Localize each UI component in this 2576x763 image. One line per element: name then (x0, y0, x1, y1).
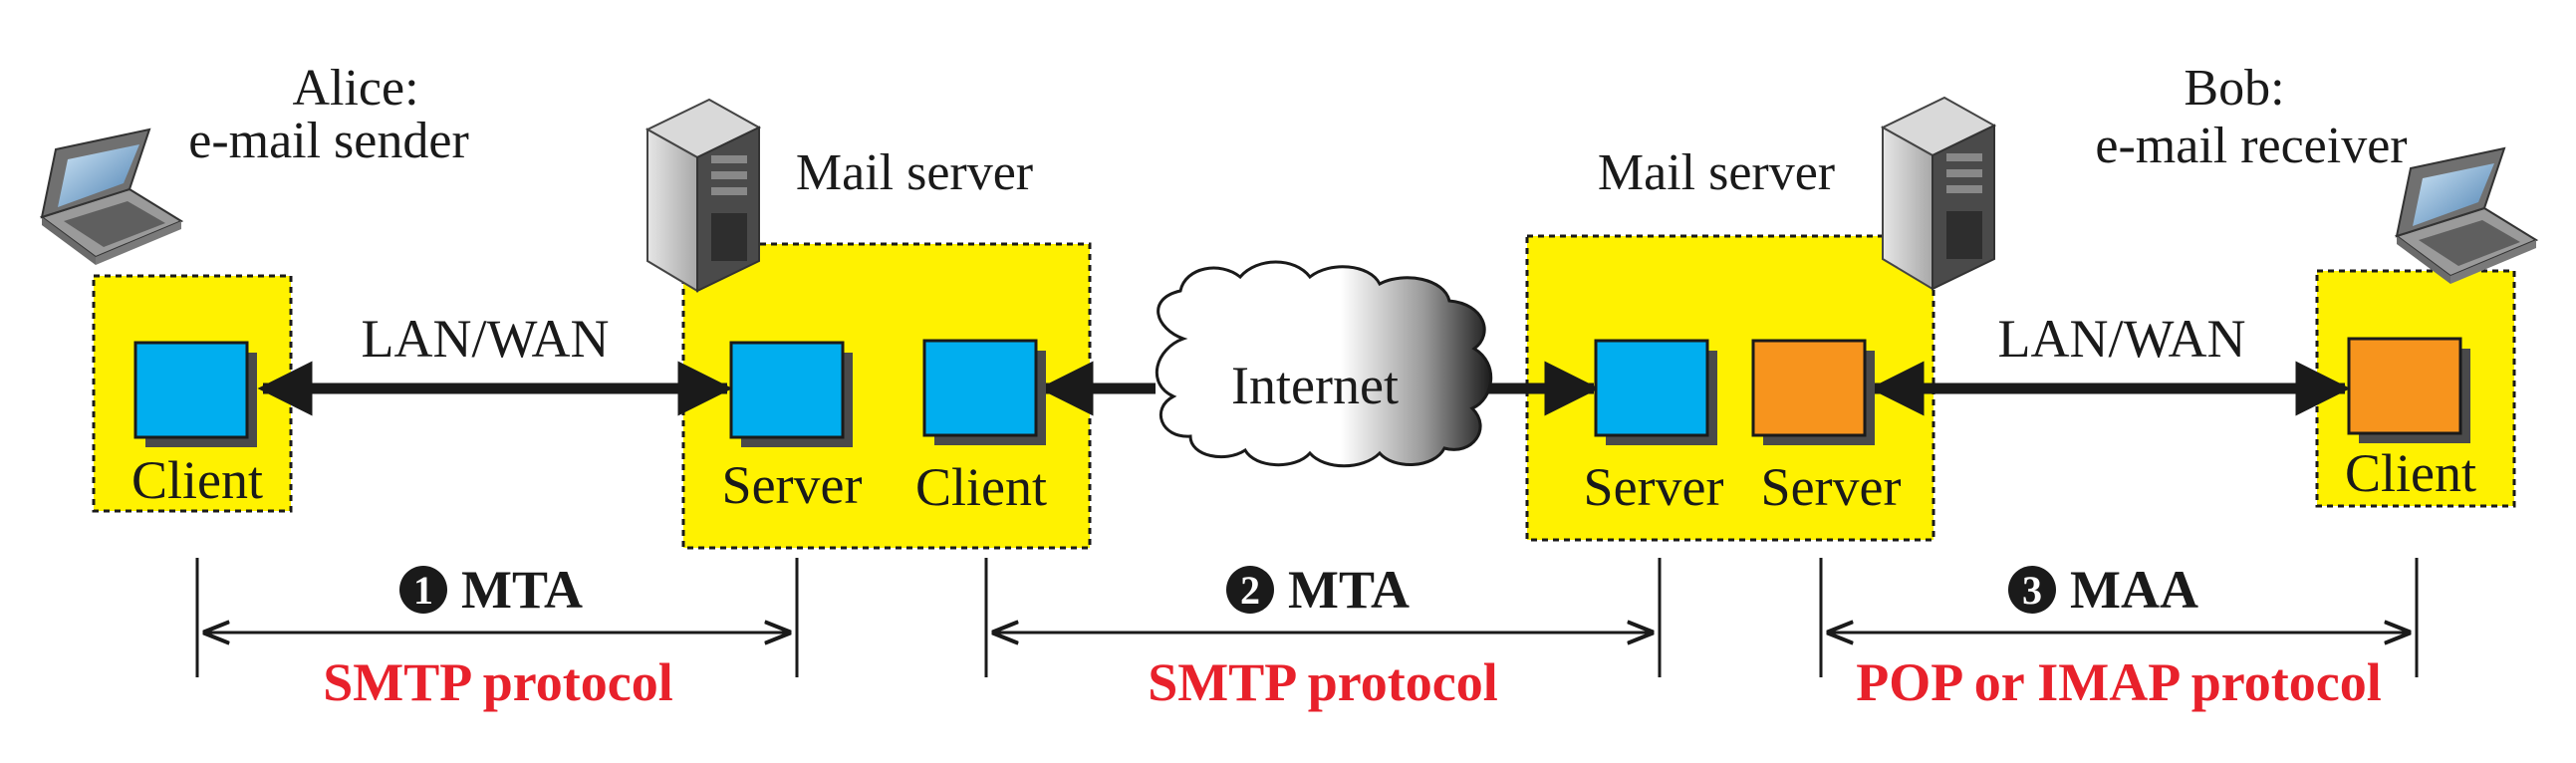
lan-wan-label-right: LAN/WAN (1998, 309, 2246, 369)
segment-2-agent: MTA (1288, 560, 1410, 620)
segment-1-number: 1 (413, 568, 433, 613)
segment-3-protocol: POP or IMAP protocol (1856, 652, 2381, 712)
server-tower-icon (1880, 96, 1997, 291)
right-server-box-2 (1751, 339, 1867, 437)
laptop-icon (39, 127, 184, 265)
segment-2-number-circle (1226, 566, 1274, 614)
segment-1-dimension (195, 558, 799, 677)
laptop-icon (2394, 146, 2539, 284)
left-mail-server-label: Mail server (796, 144, 1033, 201)
segment-3-dimension (1819, 558, 2419, 677)
segment-2-dimension (984, 558, 1662, 677)
bob-client-label: Client (2345, 443, 2476, 503)
segment-1-protocol: SMTP protocol (323, 652, 673, 712)
segment-3-number: 3 (2022, 568, 2042, 613)
segment-3-number-circle (2008, 566, 2056, 614)
lan-wan-label-left: LAN/WAN (362, 309, 610, 369)
right-server-label-1: Server (1584, 457, 1724, 517)
cloud-icon (1155, 260, 1493, 468)
left-server-label: Server (722, 455, 863, 515)
segment-2-number: 2 (1240, 568, 1260, 613)
bob-role: e-mail receiver (2095, 118, 2407, 174)
internet-label: Internet (1231, 356, 1399, 415)
segment-1-number-circle (399, 566, 447, 614)
segment-2-protocol: SMTP protocol (1148, 652, 1498, 712)
alice-client-box (133, 341, 249, 439)
alice-name: Alice: (292, 60, 418, 117)
left-client-label: Client (915, 457, 1047, 517)
alice-client-label: Client (131, 450, 263, 510)
segment-3-agent: MAA (2070, 560, 2198, 620)
right-server-box-1 (1594, 339, 1709, 437)
left-client-box (922, 339, 1038, 437)
bob-name: Bob: (2184, 60, 2284, 117)
alice-role: e-mail sender (188, 113, 469, 169)
server-tower-icon (644, 98, 762, 293)
bob-client-box (2347, 337, 2462, 435)
right-server-label-2: Server (1761, 457, 1902, 517)
left-server-box (729, 341, 845, 439)
segment-1-agent: MTA (461, 560, 583, 620)
right-mail-server-label: Mail server (1598, 144, 1835, 201)
